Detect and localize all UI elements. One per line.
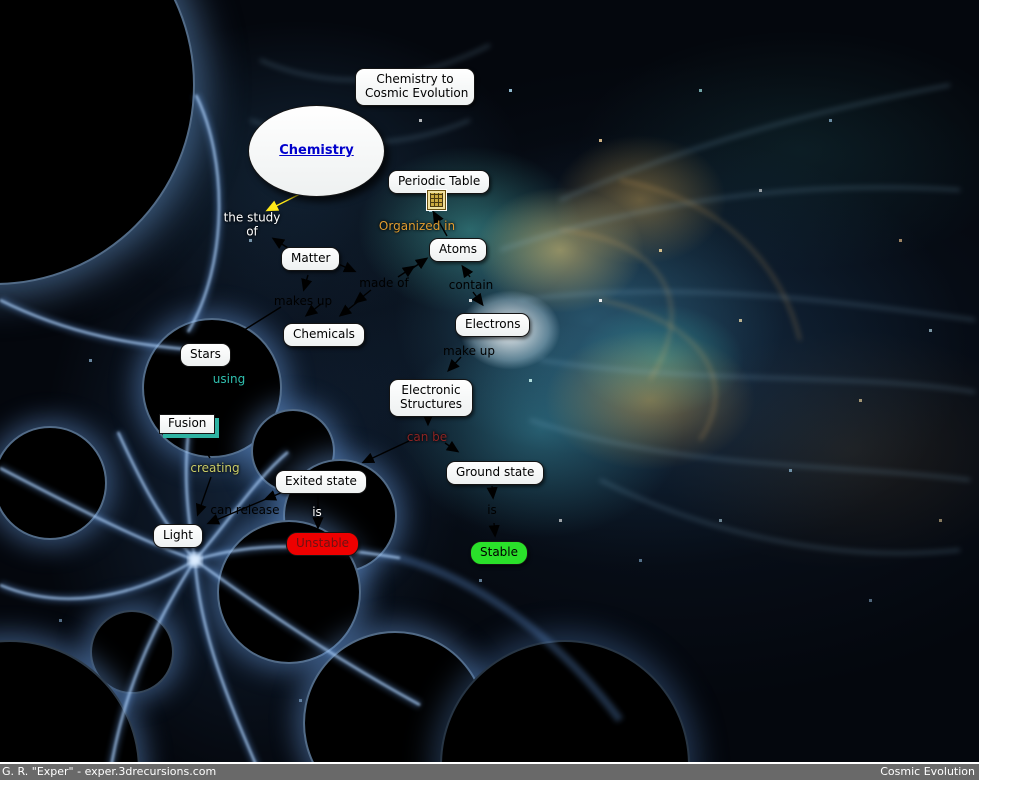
link-label-contain: contain (448, 278, 494, 292)
link-label-using: using (212, 372, 246, 386)
link-label-make-up: make up (443, 344, 495, 358)
node-electronic-structures[interactable]: Electronic Structures (389, 379, 473, 417)
node-electrons[interactable]: Electrons (455, 313, 531, 337)
title-line1: Chemistry to (376, 72, 454, 86)
link-label-organized-in: Organized in (378, 219, 456, 233)
node-chemistry[interactable]: Chemistry (248, 105, 385, 197)
node-atoms[interactable]: Atoms (429, 238, 487, 262)
electronic-structures-line2: Structures (399, 396, 463, 411)
node-ground-state[interactable]: Ground state (446, 461, 545, 485)
node-periodic-table[interactable]: Periodic Table (388, 170, 491, 194)
node-exited-state[interactable]: Exited state (275, 470, 367, 494)
title-line2: Cosmic Evolution (365, 85, 469, 100)
link-label-makes-up: makes up (273, 294, 333, 308)
chemistry-link[interactable]: Chemistry (279, 142, 354, 158)
status-bar: G. R. "Exper" - exper.3drecursions.com C… (0, 762, 979, 780)
status-bar-title: Cosmic Evolution (880, 765, 975, 778)
periodic-table-icon-grid (430, 193, 443, 207)
black-void-circle (0, 426, 107, 540)
node-matter[interactable]: Matter (281, 247, 341, 271)
link-label-is-stable: is (487, 503, 497, 517)
fractal-background (0, 0, 979, 762)
link-label-line: the study (223, 210, 281, 225)
node-stable[interactable]: Stable (470, 541, 529, 565)
link-label-is-unstable: is (312, 505, 322, 519)
node-stars[interactable]: Stars (180, 343, 231, 367)
node-chemistry-to-cosmic-evolution[interactable]: Chemistry to Cosmic Evolution (355, 68, 475, 106)
periodic-table-icon[interactable] (427, 190, 446, 210)
link-label-line: of (246, 225, 258, 239)
link-label-can-release: can release (210, 503, 280, 517)
node-unstable[interactable]: Unstable (286, 532, 360, 556)
electronic-structures-line1: Electronic (401, 383, 461, 397)
link-label-made-of: made of (359, 276, 409, 290)
link-label-the-study-of: the study of (224, 211, 281, 240)
status-bar-credit: G. R. "Exper" - exper.3drecursions.com (2, 765, 217, 778)
node-chemicals[interactable]: Chemicals (283, 323, 365, 347)
link-label-creating: creating (190, 461, 240, 475)
node-fusion[interactable]: Fusion (159, 414, 216, 434)
link-label-can-be: can be (406, 430, 448, 444)
concept-map-arrows (195, 185, 500, 538)
node-light[interactable]: Light (153, 524, 203, 548)
